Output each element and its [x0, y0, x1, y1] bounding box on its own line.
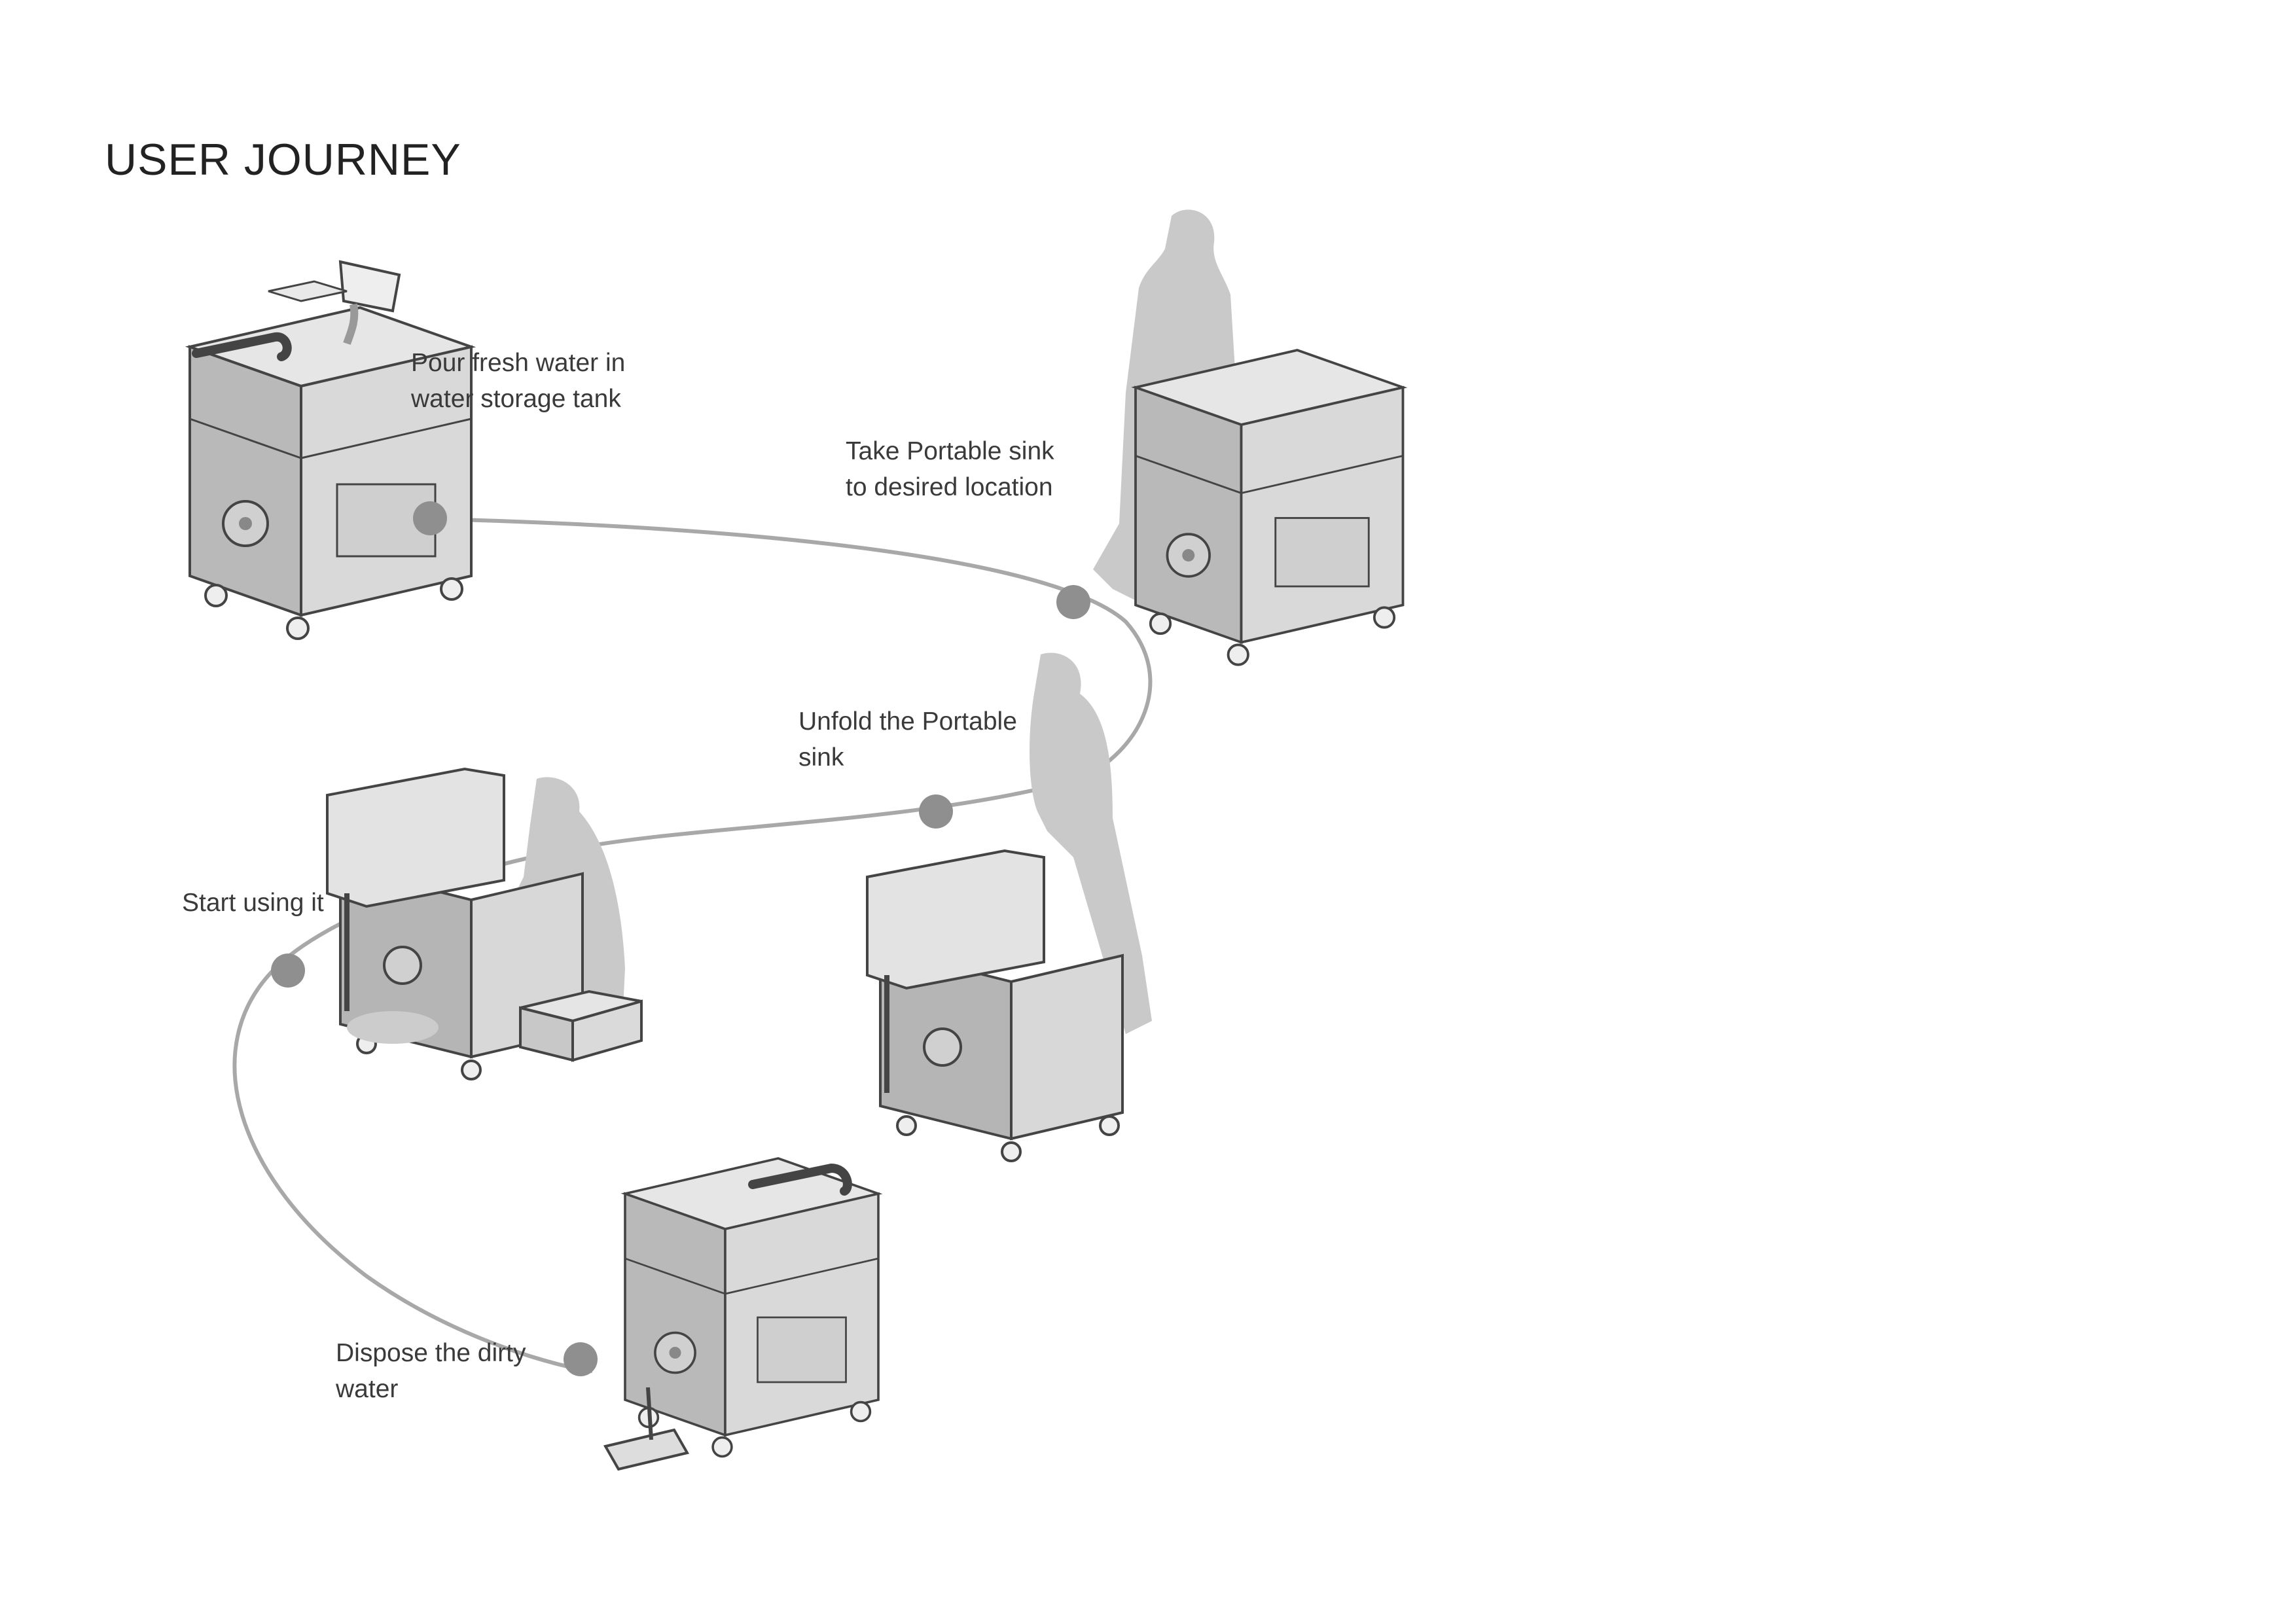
water-stream	[343, 303, 359, 345]
step-4-label: Start using it	[182, 889, 324, 917]
sink-unit-unfolded-side	[1010, 954, 1124, 1141]
sink-unit-unfolded-wheel-2	[1001, 1141, 1022, 1162]
step-3-label: Unfold the Portable sink	[798, 707, 1017, 772]
sink-unit-unfolded-wheel-1	[896, 1115, 917, 1136]
sink-unit-in-use-valve	[383, 946, 422, 985]
drain-tray	[603, 1428, 690, 1471]
sink-unit-moving	[1134, 349, 1405, 666]
step-5-dot	[564, 1342, 598, 1376]
step-5-label: Dispose the dirty water	[336, 1339, 526, 1403]
page-title: USER JOURNEY	[105, 135, 461, 185]
sink-unit-disposing	[624, 1157, 880, 1458]
water-puddle	[347, 1011, 439, 1044]
step-1-dot	[413, 501, 447, 535]
user-silhouette-standing	[1030, 652, 1152, 1034]
tank-lid	[268, 280, 348, 302]
sink-unit-unfolded-lid	[866, 849, 1045, 990]
step-4-dot	[271, 954, 305, 988]
sink-unit-in-use-wheel-2	[461, 1060, 482, 1080]
handle-disposing-unit	[748, 1163, 852, 1196]
basin-box-side	[571, 999, 643, 1062]
step-1-label: Pour fresh water in water storage tank	[411, 349, 626, 413]
sink-unit-unfolded-valve	[923, 1027, 962, 1067]
water-bucket	[338, 260, 401, 313]
step-3-dot	[919, 794, 953, 829]
sink-unit-in-use-lid	[326, 767, 505, 908]
drain-spout	[646, 1387, 653, 1440]
step-2-label: Take Portable sink to desired location	[846, 437, 1054, 501]
sink-unit-unfolded-wheel-3	[1099, 1115, 1120, 1136]
handle-filling-unit	[192, 332, 292, 361]
journey-path	[232, 515, 1153, 1373]
step-2-dot	[1056, 585, 1090, 619]
